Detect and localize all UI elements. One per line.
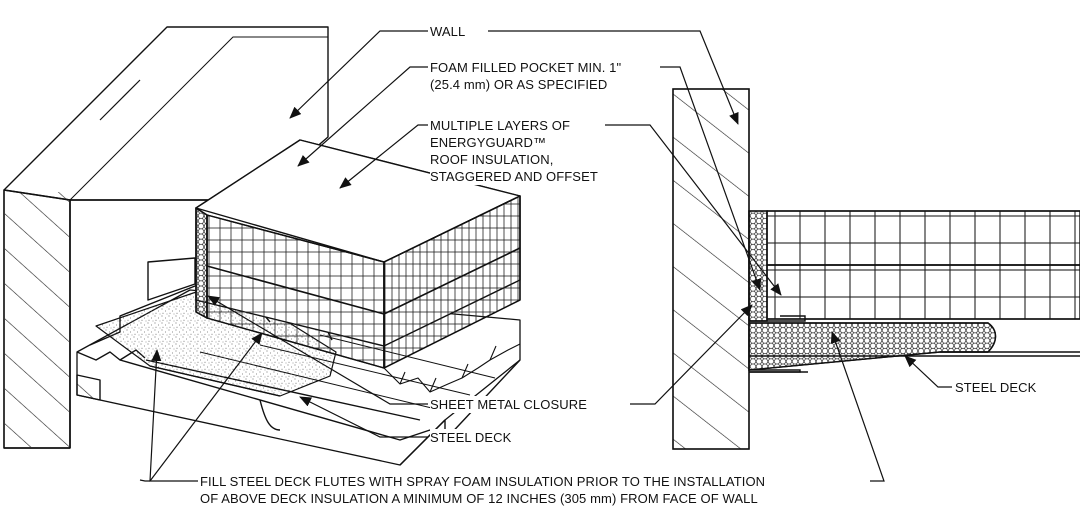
steel-deck-right-label: STEEL DECK	[955, 379, 1037, 396]
sheet-metal-closure-label: SHEET METAL CLOSURE	[430, 396, 587, 413]
foam-pocket-label: FOAM FILLED POCKET MIN. 1" (25.4 mm) OR …	[430, 59, 622, 93]
footnote-label: FILL STEEL DECK FLUTES WITH SPRAY FOAM I…	[200, 473, 766, 507]
wall-label: WALL	[430, 23, 466, 40]
leader-lines	[139, 30, 952, 482]
foam-pocket-line-1: FOAM FILLED POCKET MIN. 1"	[430, 60, 622, 75]
left-isometric-view	[3, 26, 521, 466]
deck-foam-section	[748, 322, 1080, 373]
insulation-line-4: STAGGERED AND OFFSET	[430, 169, 598, 184]
wall-block	[3, 26, 329, 449]
footnote-line-1: FILL STEEL DECK FLUTES WITH SPRAY FOAM I…	[200, 474, 766, 489]
right-section-view	[672, 88, 1080, 450]
deck-ribs	[383, 343, 521, 393]
foam-pocket-line-2: (25.4 mm) OR AS SPECIFIED	[430, 77, 608, 92]
closure-detail	[749, 315, 806, 322]
wall-section	[672, 88, 750, 450]
insulation-layers	[766, 210, 1080, 320]
insulation-label: MULTIPLE LAYERS OF ENERGYGUARD™ ROOF INS…	[430, 117, 598, 185]
insulation-line-3: ROOF INSULATION,	[430, 152, 554, 167]
footnote-line-2: OF ABOVE DECK INSULATION A MINIMUM OF 12…	[200, 491, 758, 506]
insulation-line-2: ENERGYGUARD™	[430, 135, 547, 150]
insulation-line-1: MULTIPLE LAYERS OF	[430, 118, 571, 133]
insulation-block	[195, 139, 521, 369]
steel-deck-left-label: STEEL DECK	[430, 429, 512, 446]
